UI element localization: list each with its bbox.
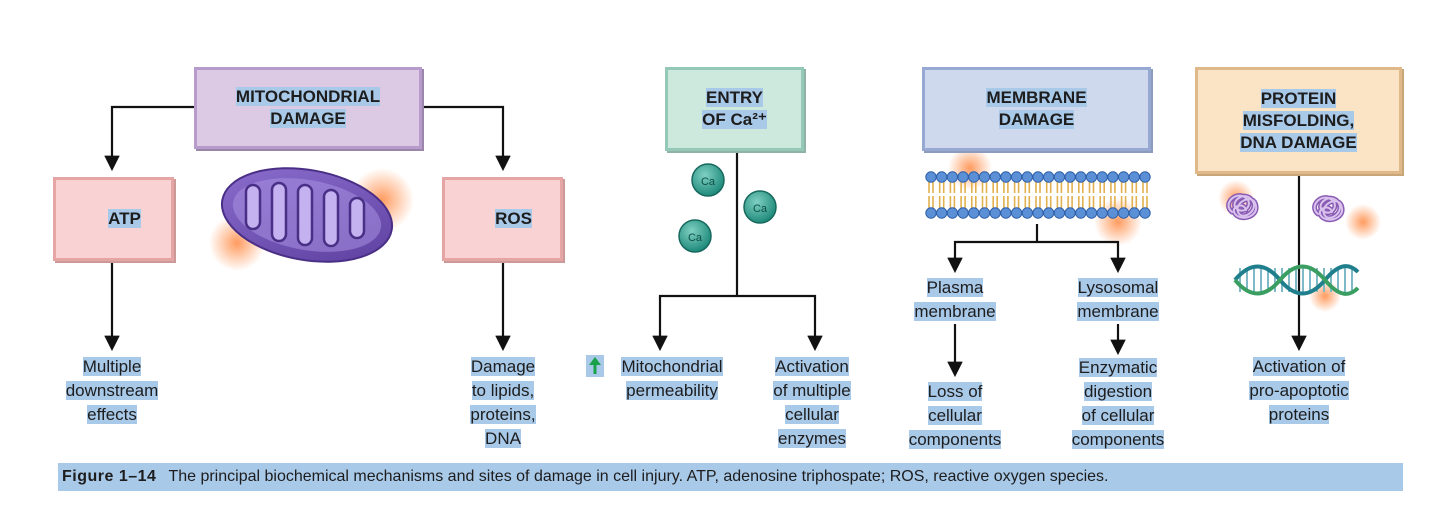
- ros-box: ROS: [442, 177, 563, 261]
- protein-line-2: MISFOLDING,: [1242, 110, 1355, 130]
- membrane-line-1: MEMBRANE: [986, 88, 1087, 107]
- calcium-line-2: OF Ca²⁺: [702, 110, 767, 129]
- protein-line-1: PROTEIN: [1260, 88, 1337, 108]
- multiple-effects-label: Multiple downstream effects: [65, 357, 159, 424]
- calcium-ions: Ca Ca Ca: [678, 163, 777, 253]
- mitochondrial-permeability-label: Mitochondrial permeability: [621, 357, 723, 400]
- calcium-ion-label: Ca: [688, 232, 703, 244]
- mito-line-2: DAMAGE: [270, 109, 346, 128]
- lipid-bilayer-illustration: [925, 146, 1151, 246]
- dna-helix-illustration: [1233, 264, 1360, 312]
- misfolded-protein-illustration: [1218, 180, 1381, 240]
- membrane-line-2: DAMAGE: [998, 110, 1075, 129]
- pro-apoptotic-label: Activation of pro-apoptotic proteins: [1249, 357, 1349, 424]
- figure-number: Figure 1–14: [62, 468, 157, 485]
- loss-components-label: Loss of cellular components: [908, 382, 1002, 449]
- calcium-ion-label: Ca: [753, 203, 768, 215]
- protein-line-3: DNA DAMAGE: [1240, 132, 1357, 152]
- figure-caption: Figure 1–14 The principal biochemical mec…: [58, 463, 1403, 491]
- mito-line-1: MITOCHONDRIAL: [235, 87, 381, 106]
- calcium-entry-box: ENTRY OF Ca²⁺: [665, 67, 804, 151]
- membrane-connectors: [947, 224, 1126, 378]
- calcium-connectors: [652, 150, 823, 352]
- calcium-line-1: ENTRY: [705, 88, 763, 107]
- plasma-membrane-label: Plasma membrane: [914, 278, 996, 321]
- ros-label: ROS: [495, 209, 532, 228]
- protein-misfolding-box: PROTEIN MISFOLDING, DNA DAMAGE: [1195, 67, 1402, 174]
- atp-label: ATP: [108, 209, 141, 228]
- calcium-ion-label: Ca: [701, 176, 716, 188]
- mitochondrion-illustration: [209, 167, 414, 271]
- mito-connectors: [104, 105, 511, 352]
- damage-lipids-label: Damage to lipids, proteins, DNA: [470, 357, 536, 448]
- calcium-ion-1: [691, 163, 725, 197]
- enzymatic-digestion-label: Enzymatic digestion of cellular componen…: [1071, 358, 1165, 449]
- mitochondrial-damage-box: MITOCHONDRIAL DAMAGE: [194, 67, 422, 149]
- lysosomal-membrane-label: Lysosomal membrane: [1077, 278, 1159, 321]
- permeability-increase-arrow-icon: [586, 355, 604, 377]
- atp-box: ATP: [53, 177, 174, 261]
- membrane-damage-box: MEMBRANE DAMAGE: [922, 67, 1151, 151]
- caption-text: The principal biochemical mechanisms and…: [168, 468, 1109, 485]
- activation-enzymes-label: Activation of multiple cellular enzymes: [773, 357, 851, 448]
- calcium-ion-2: [743, 190, 777, 224]
- calcium-ion-3: [678, 219, 712, 253]
